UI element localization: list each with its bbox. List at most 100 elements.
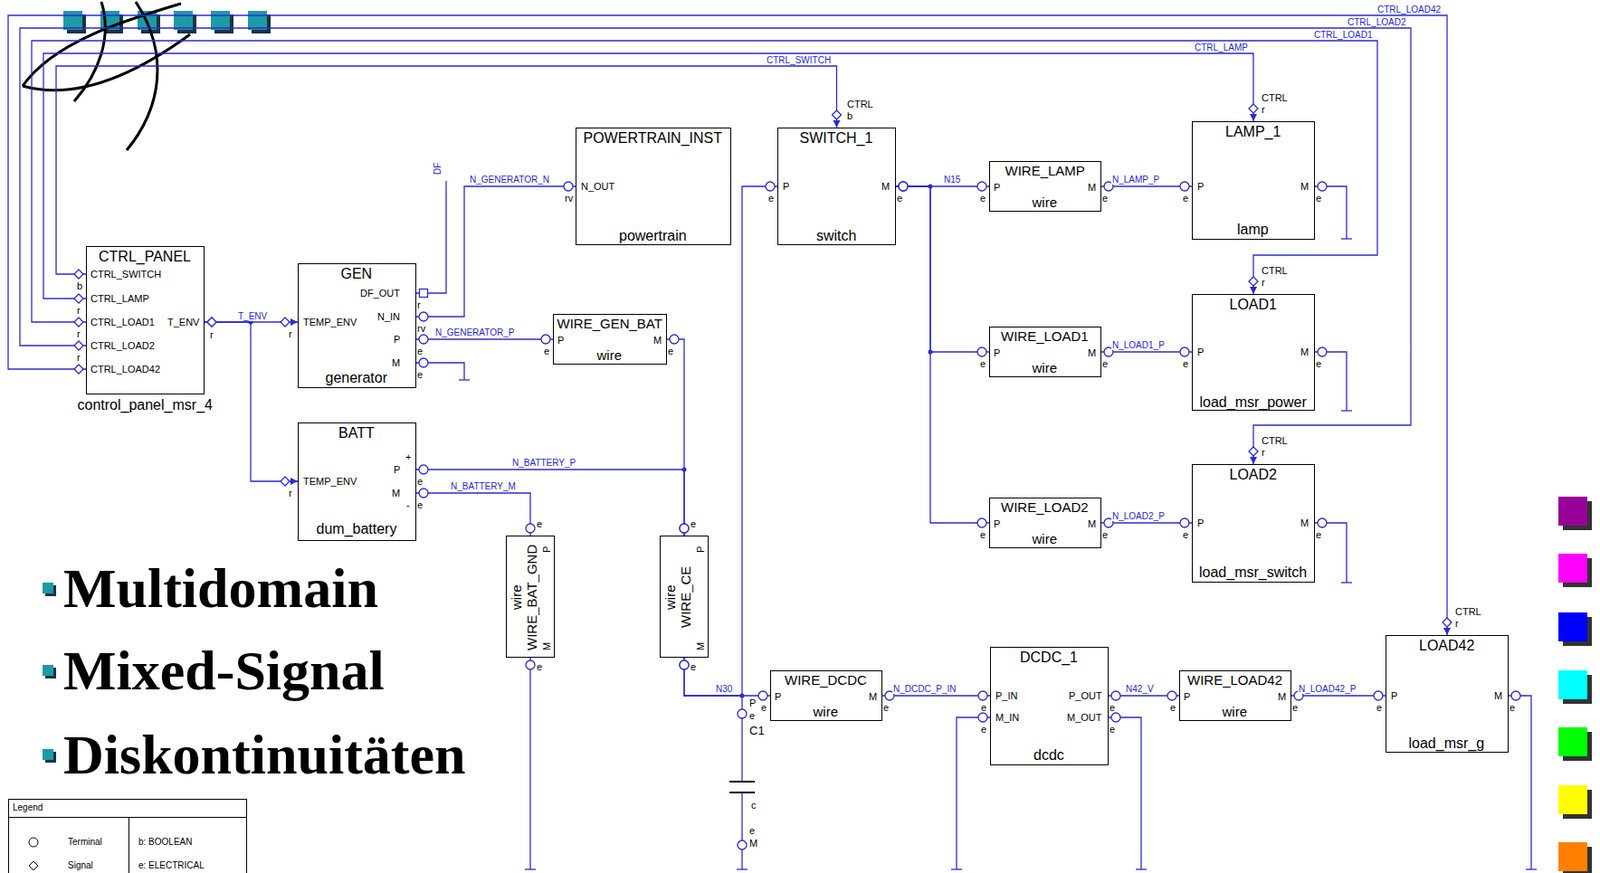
- block-label: WIRE_LOAD2: [1000, 499, 1089, 515]
- terminal-circle: [679, 523, 689, 534]
- block-label: lamp: [1237, 221, 1269, 239]
- net-label: N_GENERATOR_P: [434, 327, 515, 338]
- block-label: wire: [662, 584, 678, 610]
- net-label: N_LOAD1_P: [1111, 340, 1166, 351]
- block-label: WIRE_DCDC: [784, 672, 867, 688]
- connector: [895, 186, 990, 353]
- pin-label: P_IN: [995, 690, 1018, 703]
- block-label: DCDC_1: [1019, 649, 1078, 667]
- junction-dot: [928, 184, 934, 190]
- block-label: dum_battery: [316, 521, 398, 538]
- signal-diamond: [207, 317, 217, 327]
- block-label: generator: [325, 370, 389, 387]
- component-block: POWERTRAIN_INSTN_OUTpowertrainrv: [575, 127, 732, 246]
- terminal-circle: [758, 691, 768, 701]
- net-label: N30: [714, 684, 734, 695]
- terminal-circle: [525, 523, 535, 534]
- pin-label: P: [1197, 180, 1204, 193]
- pin-type-letter: e: [1102, 192, 1108, 205]
- legend-terminal-icon: [28, 838, 39, 848]
- pin-type-letter: e: [1315, 192, 1322, 205]
- block-label: GEN: [341, 266, 373, 283]
- block-label: wire: [597, 347, 623, 363]
- signal-diamond: [1248, 104, 1258, 114]
- component-block: DCDC_1P_INM_INP_OUTM_OUTdcdceeee: [990, 647, 1109, 766]
- pin-label: M: [1277, 691, 1286, 704]
- arrowhead: [1249, 114, 1258, 122]
- pin-type-letter: +: [405, 451, 411, 464]
- terminal-circle: [765, 181, 775, 191]
- pin-label: M: [1300, 346, 1309, 359]
- terminal-circle: [1180, 347, 1190, 357]
- ground-wire: [1314, 352, 1347, 411]
- block-label: LOAD42: [1419, 638, 1475, 655]
- arrowhead: [1249, 457, 1258, 465]
- ground-tick: [1135, 868, 1147, 870]
- terminal-circle: [977, 181, 987, 191]
- signal-diamond: [74, 269, 84, 279]
- block-label: WIRE_GEN_BAT: [557, 315, 663, 332]
- signal-diamond: [74, 341, 84, 351]
- component-block: SWITCH_1PMswitcheeCTRLb: [777, 127, 896, 246]
- terminal-circle: [1180, 518, 1190, 528]
- terminal-circle: [1317, 518, 1327, 528]
- block-label: LAMP_1: [1225, 123, 1281, 141]
- pin-type-letter: e: [883, 702, 889, 715]
- pin-type-letter: e: [417, 345, 423, 358]
- annotation: M: [749, 838, 758, 849]
- color-square: [1558, 842, 1588, 872]
- terminal-circle: [978, 713, 988, 723]
- terminal-circle: [679, 660, 689, 670]
- terminal-circle: [679, 523, 689, 534]
- pin-type-letter: e: [1102, 358, 1108, 371]
- pin-type-letter: e: [1102, 529, 1108, 542]
- connector: [882, 695, 991, 696]
- net-label: N15: [942, 174, 962, 185]
- annotation: P: [749, 697, 756, 709]
- pin-label: M: [1300, 517, 1309, 530]
- pin-label: CTRL_LOAD2: [90, 340, 155, 353]
- terminal-circle: [1180, 181, 1190, 191]
- pin-type-letter: CTRL: [1261, 435, 1288, 448]
- annotation: e: ELECTRICAL: [138, 860, 205, 872]
- ground-wire: [529, 657, 531, 870]
- pin-type-letter: e: [768, 192, 774, 205]
- logo: [22, 1, 271, 151]
- connector: [1101, 185, 1192, 187]
- pin-type-letter: CTRL: [847, 98, 874, 111]
- net-label: N42_V: [1124, 684, 1155, 695]
- ground-tick: [1525, 868, 1537, 870]
- block-label: control_panel_msr_4: [77, 397, 213, 414]
- pin-type-letter: r: [288, 328, 293, 341]
- terminal-circle: [1511, 691, 1521, 701]
- signal-diamond: [207, 317, 217, 327]
- pin-label: M: [695, 641, 707, 650]
- pin-label: P_OUT: [1068, 690, 1103, 703]
- color-square: [1558, 612, 1588, 642]
- signal-diamond: [74, 364, 84, 374]
- pin-label: M: [881, 180, 890, 193]
- pin-label: M: [1087, 347, 1096, 360]
- connector: [19, 28, 1411, 465]
- net-label: CTRL_SWITCH: [765, 55, 832, 66]
- bullet-heading: Mixed-Signal: [63, 638, 385, 703]
- terminal-circle: [1167, 691, 1177, 701]
- ground-wire: [416, 180, 447, 294]
- pin-type-letter: e: [417, 369, 423, 381]
- pin-label: M_IN: [995, 712, 1020, 724]
- component-block: BATTTEMP_ENVPMdum_battery+-ree: [297, 422, 417, 542]
- block-label: load_msr_switch: [1199, 564, 1307, 581]
- logo-curve: [126, 1, 158, 151]
- terminal-circle: [1373, 691, 1383, 701]
- block-label: wire: [813, 704, 839, 720]
- terminal-circle: [419, 358, 429, 368]
- pin-type-letter: e: [896, 192, 903, 205]
- pin-type-letter: e: [536, 661, 543, 674]
- block-label: wire: [1032, 194, 1058, 210]
- terminal-circle: [525, 660, 535, 670]
- capacitor-lead: [741, 718, 743, 782]
- junction-dot: [740, 694, 745, 699]
- block-label: load_msr_power: [1200, 394, 1307, 411]
- terminal-circle: [977, 518, 987, 528]
